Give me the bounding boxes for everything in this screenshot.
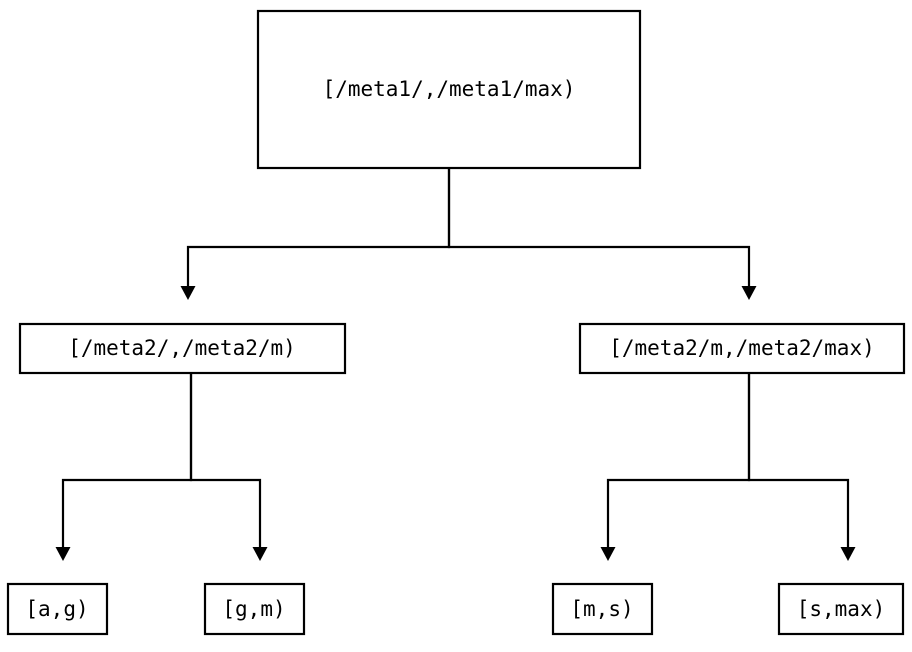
edge-root-mid-left	[180, 168, 451, 300]
node-label: [a,g)	[25, 597, 88, 621]
node-label: [m,s)	[570, 597, 633, 621]
node-box	[578, 322, 906, 375]
node-box	[777, 582, 905, 636]
tree-node-leaf-gm[interactable]: [g,m)	[203, 582, 306, 636]
node-box	[256, 9, 642, 170]
node-label: [/meta1/,/meta1/max)	[323, 77, 576, 101]
connector-line	[186, 168, 451, 286]
node-box	[6, 582, 109, 636]
tree-node-mid-left[interactable]: [/meta2/,/meta2/m)	[18, 322, 347, 375]
arrowhead-down-icon	[180, 286, 196, 300]
arrowhead-down-icon	[55, 547, 71, 561]
node-label: [s,max)	[797, 597, 886, 621]
node-label: [g,m)	[222, 597, 285, 621]
node-box	[551, 582, 654, 636]
edge-mid-left-leaf-gm	[189, 373, 268, 561]
connector-line	[606, 373, 751, 547]
connector-line	[447, 168, 751, 286]
arrowhead-down-icon	[252, 547, 268, 561]
arrowhead-down-icon	[600, 547, 616, 561]
arrowhead-down-icon	[741, 286, 757, 300]
connector-line	[747, 373, 850, 547]
edge-root-mid-right	[447, 168, 757, 300]
tree-node-leaf-ms[interactable]: [m,s)	[551, 582, 654, 636]
edge-mid-right-leaf-ms	[600, 373, 751, 561]
tree-node-mid-right[interactable]: [/meta2/m,/meta2/max)	[578, 322, 906, 375]
node-box	[18, 322, 347, 375]
connector-line	[189, 373, 262, 547]
edge-mid-left-leaf-ag	[55, 373, 193, 561]
arrowhead-down-icon	[840, 547, 856, 561]
node-box	[203, 582, 306, 636]
tree-node-leaf-smax[interactable]: [s,max)	[777, 582, 905, 636]
edge-mid-right-leaf-smax	[747, 373, 856, 561]
tree-node-root[interactable]: [/meta1/,/meta1/max)	[256, 9, 642, 170]
node-layer: [/meta1/,/meta1/max) [/meta2/,/meta2/m) [/…	[6, 9, 906, 636]
node-label: [/meta2/,/meta2/m)	[68, 336, 296, 360]
node-label: [/meta2/m,/meta2/max)	[609, 336, 875, 360]
tree-node-leaf-ag[interactable]: [a,g)	[6, 582, 109, 636]
connector-line	[61, 373, 193, 547]
edge-layer	[55, 168, 856, 561]
